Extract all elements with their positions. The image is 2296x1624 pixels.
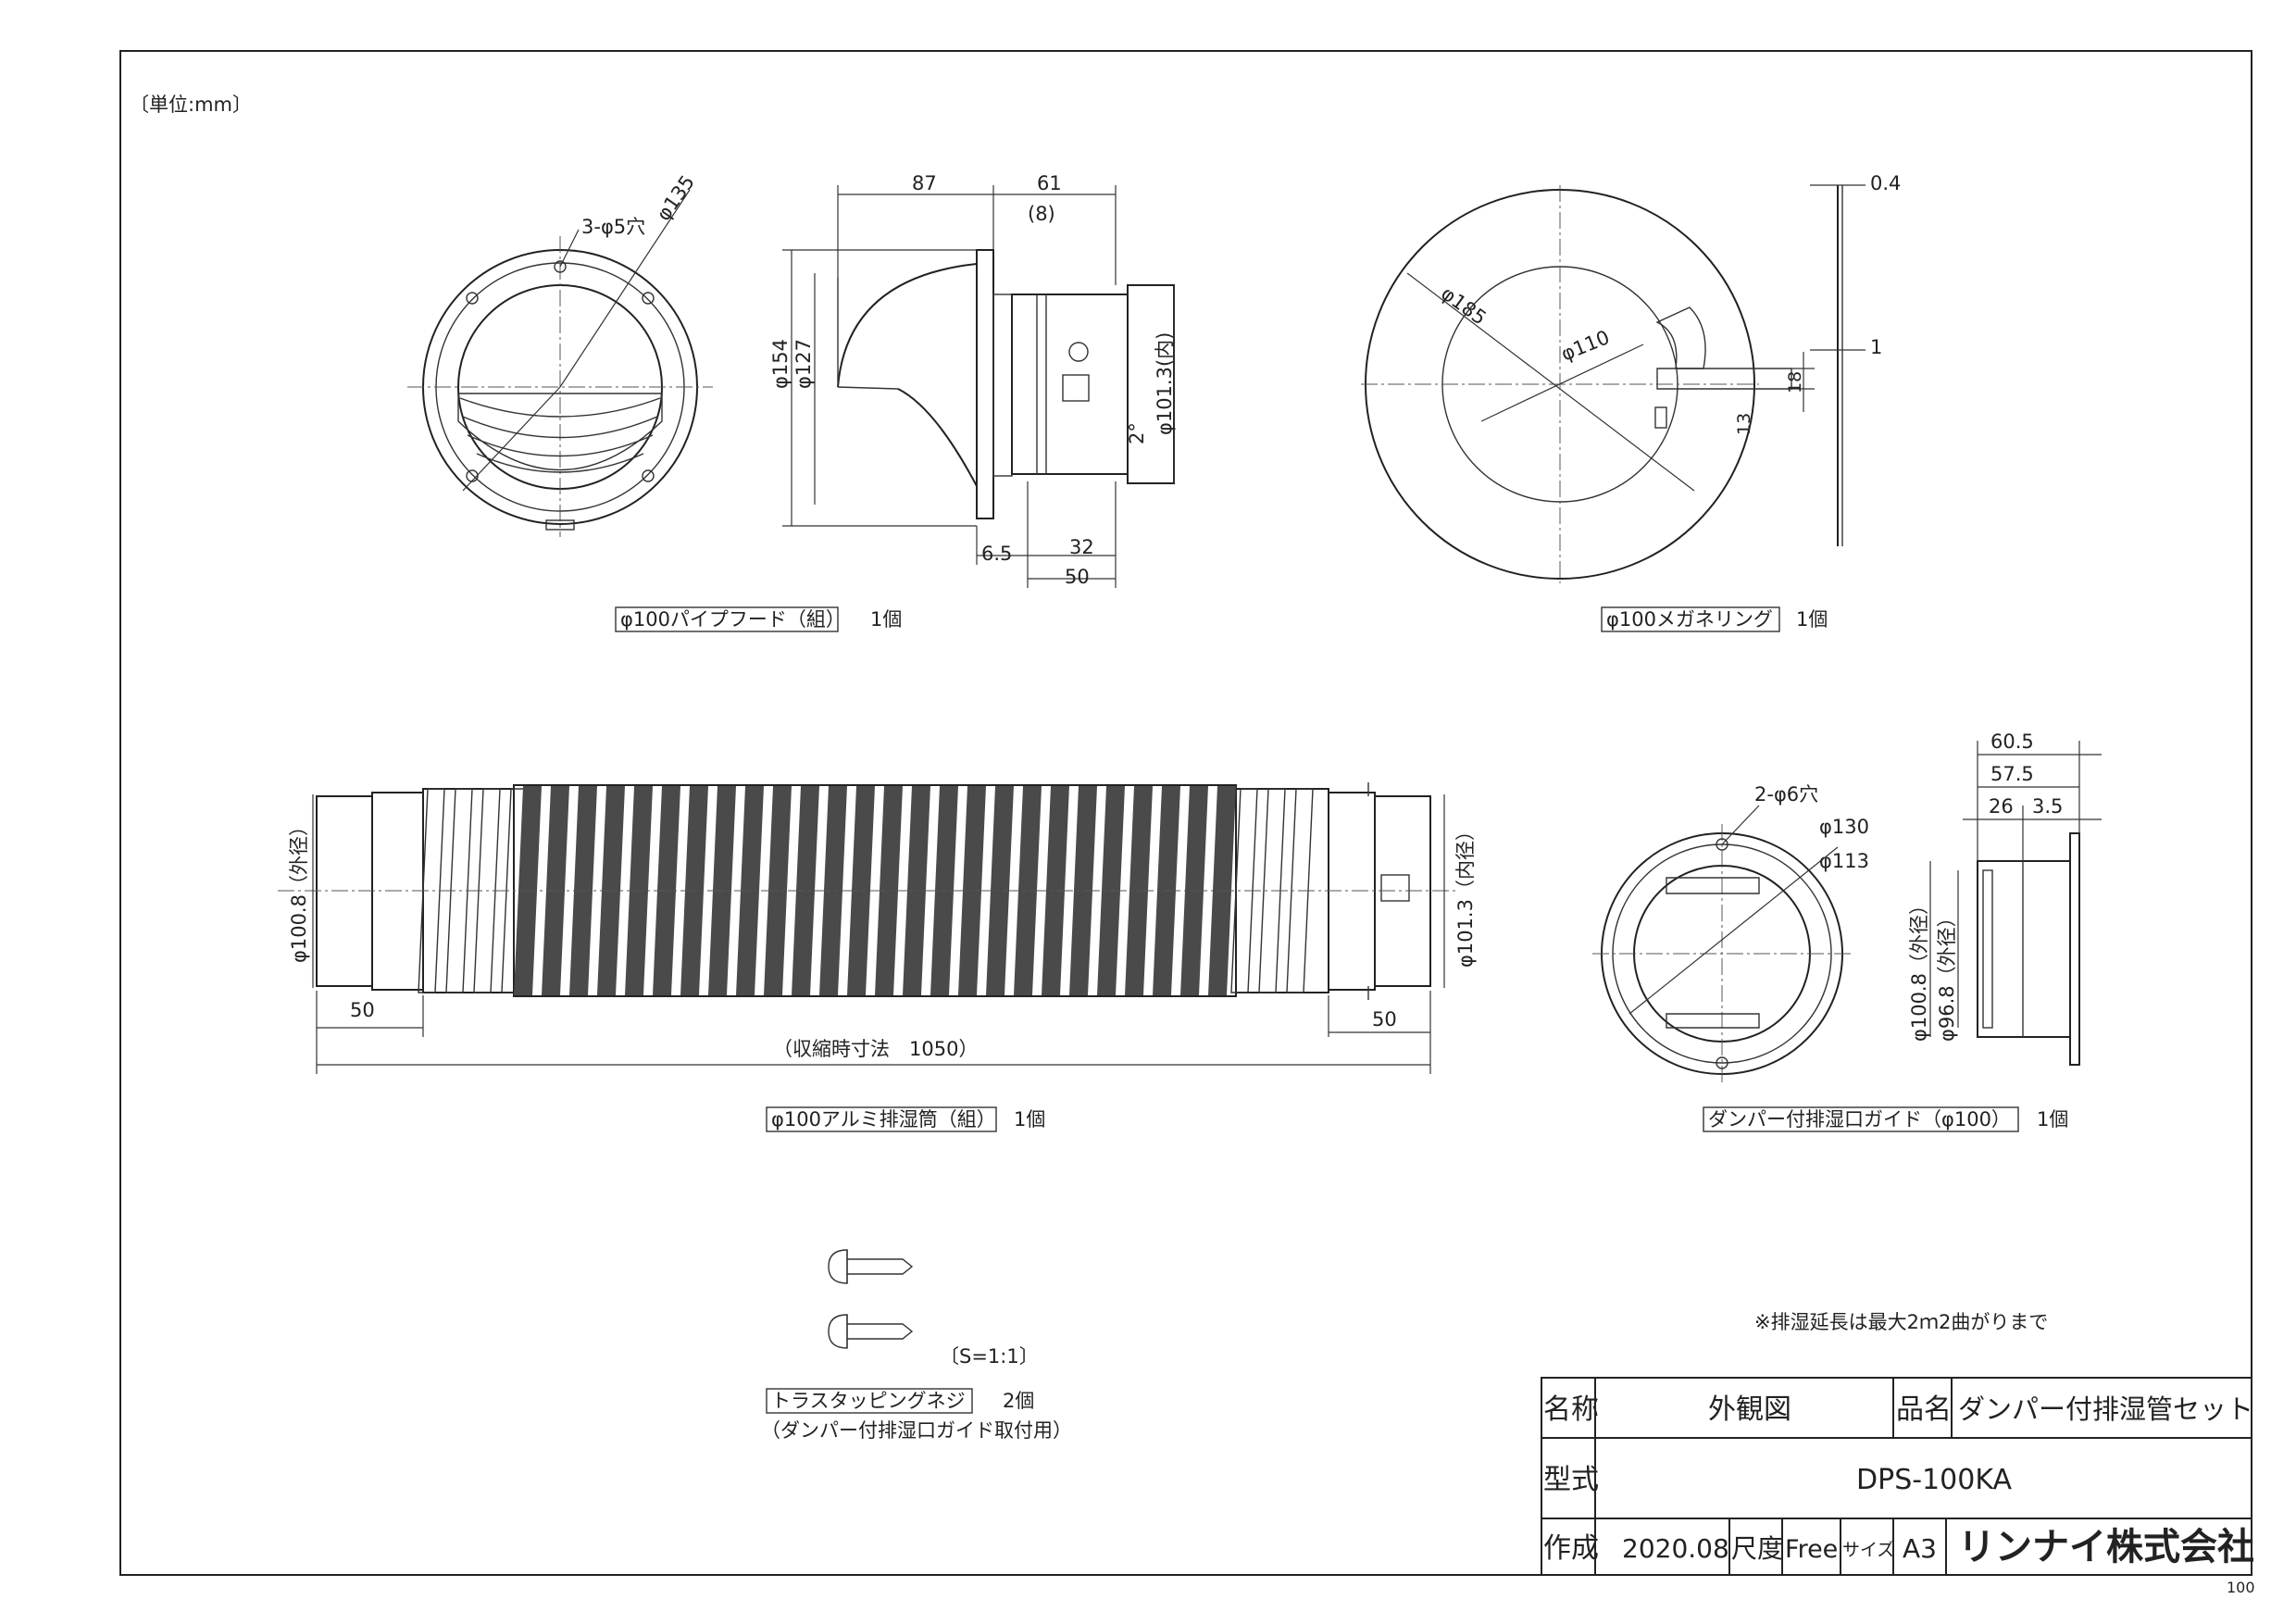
ring-d185-label: φ185 — [1437, 282, 1491, 330]
duct-band-dark — [986, 786, 1014, 995]
tb-product-value: ダンパー付排湿管セット — [1958, 1393, 2253, 1425]
alu-duct-label: φ100アルミ排湿筒（組） — [771, 1108, 996, 1131]
tb-name-label: 名称 — [1543, 1393, 1599, 1426]
pipe-hood-side-view: 87 61 (8) φ154 φ127 φ101.3(内) 2° 6.5 32 … — [769, 172, 1176, 588]
duct-band — [445, 788, 473, 993]
guide-w35-label: 3.5 — [2032, 795, 2063, 818]
screw-label-box — [766, 1388, 973, 1414]
hood-l32-label: 32 — [1069, 536, 1094, 558]
tb-name-value: 外観図 — [1708, 1393, 1791, 1426]
screw-drawings — [828, 1249, 914, 1349]
hood-l65-label: 6.5 — [981, 543, 1012, 565]
tb-made-label: 作成 — [1543, 1532, 1599, 1565]
duct-l50a-label: 50 — [350, 999, 375, 1021]
hood-d127-label: φ127 — [792, 339, 815, 389]
screw-note: （ダンパー付排湿口ガイド取付用） — [761, 1419, 1072, 1442]
ring-t04-label: 0.4 — [1870, 172, 1901, 194]
screw-qty: 2個 — [1003, 1390, 1034, 1412]
tb-scale-value: Free — [1785, 1535, 1838, 1564]
damper-guide-side-view: 60.5 57.5 26 3.5 φ100.8（外径） φ96.8（外径） — [1908, 731, 2102, 1066]
tb-company: リンナイ株式会社 — [1958, 1526, 2254, 1568]
sheet-code: 100 — [2227, 1579, 2255, 1596]
damper-guide-qty: 1個 — [2037, 1108, 2068, 1131]
tb-made-value: 2020.08 — [1622, 1533, 1729, 1564]
duct-band — [1230, 788, 1258, 993]
hood-l50-label: 50 — [1065, 566, 1090, 588]
duct-inner-label: φ101.3（内径） — [1454, 821, 1477, 968]
ring-d110-label: φ110 — [1558, 326, 1613, 365]
tb-model-value: DPS-100KA — [1856, 1464, 2012, 1496]
hood-d154-label: φ154 — [769, 339, 792, 389]
duct-l50b-label: 50 — [1372, 1008, 1397, 1031]
duct-band — [1258, 788, 1286, 993]
guide-holes-label: 2-φ6穴 — [1754, 783, 1818, 806]
damper-guide-label: ダンパー付排湿口ガイド（φ100） — [1708, 1108, 2011, 1131]
hood-d135-label: φ135 — [652, 171, 699, 225]
pipe-hood-label: φ100パイプフード（組） — [620, 608, 845, 631]
guide-w575-label: 57.5 — [1990, 763, 2034, 785]
duct-band-dark — [1042, 786, 1069, 995]
duct-total-label: （収縮時寸法 1050） — [773, 1038, 978, 1060]
duct-band-dark — [819, 786, 847, 995]
hood-d101-label: φ101.3(内) — [1154, 332, 1176, 435]
hood-l8-label: (8) — [1028, 203, 1055, 225]
duct-band — [473, 788, 501, 993]
duct-band-dark — [1014, 786, 1042, 995]
alu-duct-qty: 1個 — [1014, 1108, 1045, 1131]
hood-l87-label: 87 — [912, 172, 937, 194]
guide-d130-label: φ130 — [1819, 816, 1869, 838]
megane-ring-label: φ100メガネリング — [1606, 608, 1773, 631]
tb-model-label: 型式 — [1543, 1464, 1599, 1496]
tb-size-label: サイズ — [1842, 1540, 1894, 1560]
screw-scale: 〔S=1:1〕 — [940, 1345, 1039, 1368]
megane-ring-view: φ185 φ110 0.4 1 18 13 — [1361, 172, 1901, 583]
ring-t1-label: 1 — [1870, 336, 1882, 358]
duct-band — [1286, 788, 1314, 993]
pipe-hood-label-box — [615, 606, 839, 632]
sheet-border — [119, 50, 2252, 1576]
hood-angle-label: 2° — [1126, 422, 1148, 444]
megane-ring-qty: 1個 — [1796, 608, 1828, 631]
alu-duct-label-box — [766, 1106, 997, 1132]
duct-corrugation — [418, 786, 1314, 995]
pipe-hood-front-view: 3-φ5穴 φ135 — [407, 171, 713, 537]
ring-h18-label: 18 — [1785, 371, 1805, 394]
damper-guide-front-view: 2-φ6穴 φ130 φ113 — [1592, 783, 1869, 1083]
duct-outer-label: φ100.8（外径） — [288, 817, 310, 963]
alu-duct-view: φ100.8（外径） φ101.3（内径） 50 50 （収縮時寸法 1050） — [278, 782, 1477, 1074]
guide-o1008-label: φ100.8（外径） — [1908, 895, 1930, 1042]
guide-o968-label: φ96.8（外径） — [1936, 907, 1958, 1042]
unit-note: 〔単位:mm〕 — [130, 94, 252, 116]
damper-guide-label-box — [1703, 1106, 2019, 1132]
hood-l61-label: 61 — [1037, 172, 1062, 194]
megane-ring-label-box — [1601, 606, 1780, 632]
extension-note: ※排湿延長は最大2ｍ2曲がりまで — [1754, 1311, 2048, 1333]
hood-holes-label: 3-φ5穴 — [581, 216, 645, 238]
tb-product-label: 品名 — [1896, 1393, 1952, 1426]
guide-w26-label: 26 — [1989, 795, 2014, 818]
duct-band-dark — [792, 786, 819, 995]
guide-w605-label: 60.5 — [1990, 731, 2034, 753]
title-block: 名称 外観図 品名 ダンパー付排湿管セット 型式 DPS-100KA 作成 20… — [1541, 1377, 2254, 1576]
duct-band-dark — [847, 786, 875, 995]
screw-label: トラスタッピングネジ — [771, 1390, 966, 1412]
tb-size-value: A3 — [1903, 1533, 1937, 1564]
ring-h13-label: 13 — [1734, 413, 1754, 435]
duct-band — [418, 788, 445, 993]
guide-d113-label: φ113 — [1819, 850, 1869, 872]
pipe-hood-qty: 1個 — [870, 608, 902, 631]
tb-scale-label: 尺度 — [1731, 1533, 1783, 1564]
